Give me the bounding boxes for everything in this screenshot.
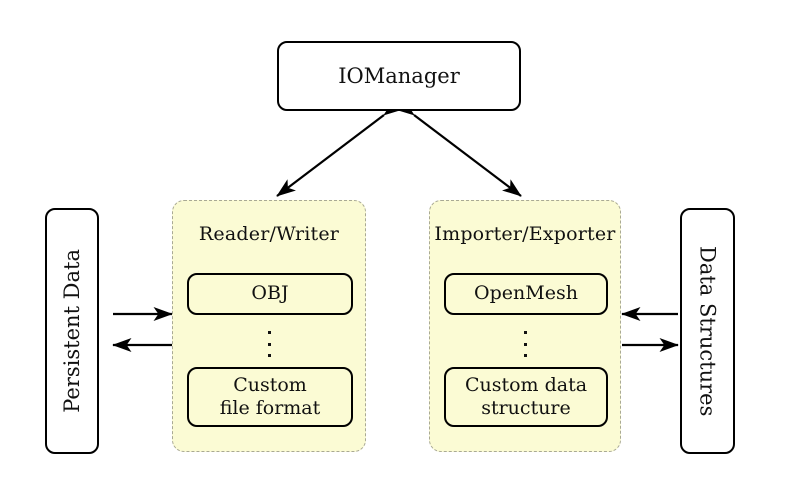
node-obj[interactable]: OBJ xyxy=(187,273,353,315)
ellipsis-importer-exporter xyxy=(430,331,620,357)
node-data-structures[interactable]: Data Structures xyxy=(680,208,735,454)
arrow-iomanager-importer-exporter xyxy=(395,98,522,197)
group-reader-writer-title: Reader/Writer xyxy=(198,223,340,245)
node-custom-data-structure-label-line1: Custom data xyxy=(464,373,588,396)
node-custom-file-format[interactable]: Custom file format xyxy=(187,367,353,427)
ellipsis-reader-writer xyxy=(173,331,365,357)
arrow-iomanager-reader-writer xyxy=(276,98,403,197)
node-openmesh-label: OpenMesh xyxy=(474,282,578,305)
node-persistent-data[interactable]: Persistent Data xyxy=(45,208,99,454)
node-custom-file-format-label-line2: file format xyxy=(219,397,321,419)
group-reader-writer: Reader/Writer OBJ Custom file format xyxy=(172,200,366,452)
node-persistent-data-label: Persistent Data xyxy=(60,249,84,413)
node-custom-data-structure[interactable]: Custom data structure xyxy=(444,367,608,427)
node-custom-file-format-label-line1: Custom xyxy=(233,373,307,396)
group-importer-exporter-title: Importer/Exporter xyxy=(434,223,616,245)
node-data-structures-label: Data Structures xyxy=(695,245,720,417)
group-importer-exporter: Importer/Exporter OpenMesh Custom data s… xyxy=(429,200,621,452)
node-iomanager[interactable]: IOManager xyxy=(277,41,521,111)
node-obj-label: OBJ xyxy=(251,282,289,305)
node-custom-data-structure-label-line2: structure xyxy=(481,397,571,419)
node-openmesh[interactable]: OpenMesh xyxy=(444,273,608,315)
node-iomanager-label: IOManager xyxy=(338,64,460,88)
